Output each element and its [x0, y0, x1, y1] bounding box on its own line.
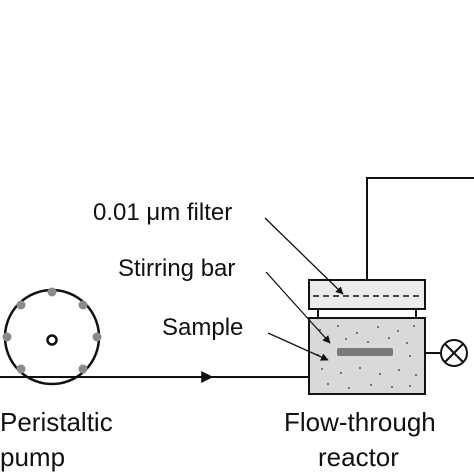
- stirring-bar-label: Stirring bar: [118, 255, 235, 282]
- filter-label: 0.01 μm filter: [93, 199, 232, 226]
- flow-through-reactor: [308, 279, 426, 395]
- outlet-tube: [366, 177, 474, 280]
- peristaltic-pump: [2, 287, 102, 386]
- pump-label-line2: pump: [0, 442, 65, 472]
- reactor-label-line2: reactor: [318, 442, 399, 472]
- stirring-bar-leader: [265, 271, 331, 344]
- valve-icon: [440, 339, 468, 367]
- stirring-bar-rod: [337, 348, 393, 356]
- sample-label: Sample: [162, 314, 243, 341]
- pump-rollers: [2, 287, 102, 374]
- filter-leader: [264, 217, 344, 295]
- sample-leader: [267, 332, 329, 361]
- reactor-neck: [317, 308, 417, 319]
- pump-hub: [46, 334, 58, 346]
- reactor-label-line1: Flow-through: [284, 407, 436, 437]
- pump-label-line1: Peristaltic: [0, 407, 113, 437]
- reactor-cap: [308, 279, 426, 310]
